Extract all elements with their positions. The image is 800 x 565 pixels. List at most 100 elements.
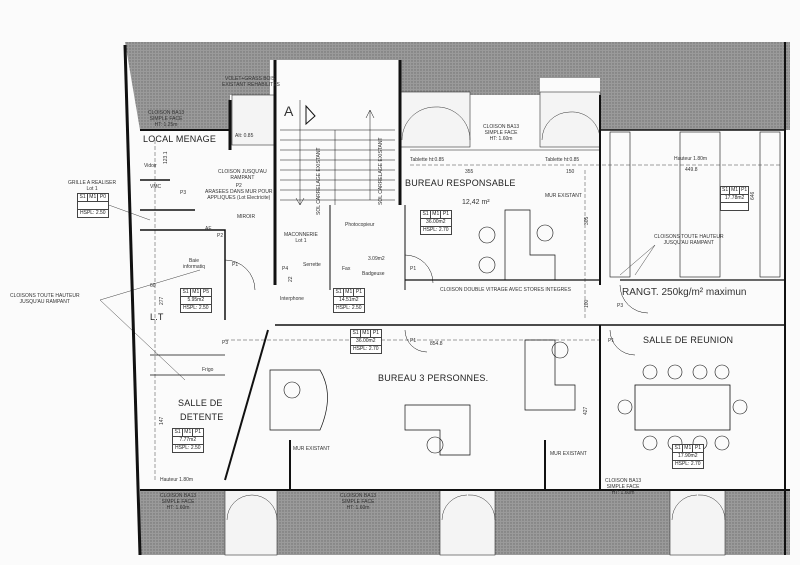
tag-code: M1 <box>344 289 355 296</box>
note-line: Lot 1 <box>295 238 307 244</box>
note-line: CLOISON BA13 <box>340 493 377 499</box>
tag-hspl: HSPL: 2.70 <box>675 461 701 467</box>
dimension: 277 <box>159 296 165 305</box>
tag-code: M1 <box>88 194 99 201</box>
note-line: HT: 1.60m <box>611 490 635 496</box>
tag-hspl: HSPL: 2.50 <box>175 445 201 451</box>
door-label: P1 <box>410 266 417 272</box>
label-cloison-vitrage: CLOISON DOUBLE VITRAGE AVEC STORES INTEG… <box>440 287 571 293</box>
tag-code: S1 <box>334 289 345 296</box>
desks <box>269 209 576 456</box>
door-label: P1 <box>232 262 239 268</box>
tag-area <box>78 202 108 210</box>
label-vidoir: Vidoir <box>144 163 157 169</box>
note-tablette-1: Tablette ht:0.85 <box>410 157 445 163</box>
label-sol-carrelage-2: SOL CARRELAGE EXISTANT <box>378 137 384 205</box>
tag-code: M1 <box>731 187 741 194</box>
note-line: SIMPLE FACE <box>149 116 183 122</box>
dimension-lines <box>154 140 780 480</box>
tag-code: S1 <box>181 289 192 296</box>
note-volet-2: EXISTANT REHABILITES <box>222 82 280 88</box>
note-line: JUSQU'AU RAMPANT <box>19 299 70 305</box>
dimension: 854.8 <box>430 341 443 347</box>
note-line: CLOISONS TOUTE HAUTEUR <box>10 293 80 299</box>
dimension: 123.1 <box>163 151 169 164</box>
window-swings <box>226 106 726 521</box>
meeting-table <box>634 384 731 431</box>
door-label: P1 <box>410 338 417 344</box>
note-line: HT: 1.60m <box>489 136 513 142</box>
tag-area: 14.51m2 <box>334 297 364 305</box>
tag-area: 5.95m2 <box>181 297 211 305</box>
note-line: APPLIQUES (Lot Electricite) <box>207 195 271 201</box>
door-label: P1 <box>608 338 615 344</box>
label-area-309: 3.09m2 <box>368 256 385 262</box>
room-label-local-menage: LOCAL MENAGE <box>143 134 217 144</box>
note-line: SIMPLE FACE <box>484 130 518 136</box>
note-line: RAMPANT <box>230 175 255 181</box>
dimension: 60 <box>150 283 156 289</box>
tag-code: S1 <box>173 429 184 436</box>
roof-hatch-top <box>125 42 790 130</box>
tag-code: S1 <box>421 211 432 218</box>
tag-hspl <box>721 203 748 210</box>
tag-hspl: HSPL: 2.70 <box>353 346 379 352</box>
label-sol-carrelage-1: SOL CARRELAGE EXISTANT <box>316 147 322 215</box>
room-label-lt: L.T <box>150 312 164 322</box>
storage-racks <box>609 131 781 278</box>
label-vmc: VMC <box>150 184 162 190</box>
label-frigo: Frigo <box>202 367 214 373</box>
tag-hspl: HSPL: 2.50 <box>80 210 106 216</box>
note-line: HT: 1.25m <box>154 122 178 128</box>
note-tablette-2: Tablette ht:0.85 <box>545 157 580 163</box>
dimension: 646 <box>750 191 756 200</box>
note-line: MACONNERIE <box>284 232 318 238</box>
tag-area: 7.77m2 <box>173 437 203 445</box>
dimension: 100 <box>584 299 590 308</box>
door-label: P3 <box>180 190 187 196</box>
door-label: P4 <box>282 266 289 272</box>
room-label-salle-de-detente-2: DETENTE <box>180 412 224 422</box>
tag-code: S1 <box>673 445 684 452</box>
note-volet: VOLET+GRASS BOIS <box>225 76 276 82</box>
tag-code: P1 <box>442 211 450 217</box>
label-fax: Fax <box>342 266 351 272</box>
dimension: 147 <box>159 416 165 425</box>
dimension: 305 <box>584 216 590 225</box>
tag-area: 36.00m2 <box>351 338 381 346</box>
note-line: CLOISON BA13 <box>148 110 185 116</box>
door-label: P2 <box>217 233 224 239</box>
tag-hspl: HSPL: 2.70 <box>423 227 449 233</box>
tag-code: M1 <box>361 330 372 337</box>
tag-area: 36.00m2 <box>421 219 451 227</box>
note-line: CLOISON JUSQU'AU <box>218 169 267 175</box>
label-hauteur-1: Hauteur 1.80m <box>160 477 194 483</box>
label-serrette: Serrette <box>303 262 321 268</box>
note-line: CLOISONS TOUTE HAUTEUR <box>654 234 724 240</box>
tag-area: 17.90m2 <box>673 453 703 461</box>
tag-code: M1 <box>191 289 202 296</box>
note-line: CLOISON BA13 <box>160 493 197 499</box>
room-label-bureau-responsable: BUREAU RESPONSABLE <box>405 178 516 188</box>
note-line: SIMPLE FACE <box>341 499 375 505</box>
note-line: SIMPLE FACE <box>161 499 195 505</box>
room-label-rangement: RANGT. 250kg/m² maximun <box>622 287 747 298</box>
note-line: SIMPLE FACE <box>606 484 640 490</box>
label-hauteur-2: Hauteur 1.80m <box>674 156 708 162</box>
